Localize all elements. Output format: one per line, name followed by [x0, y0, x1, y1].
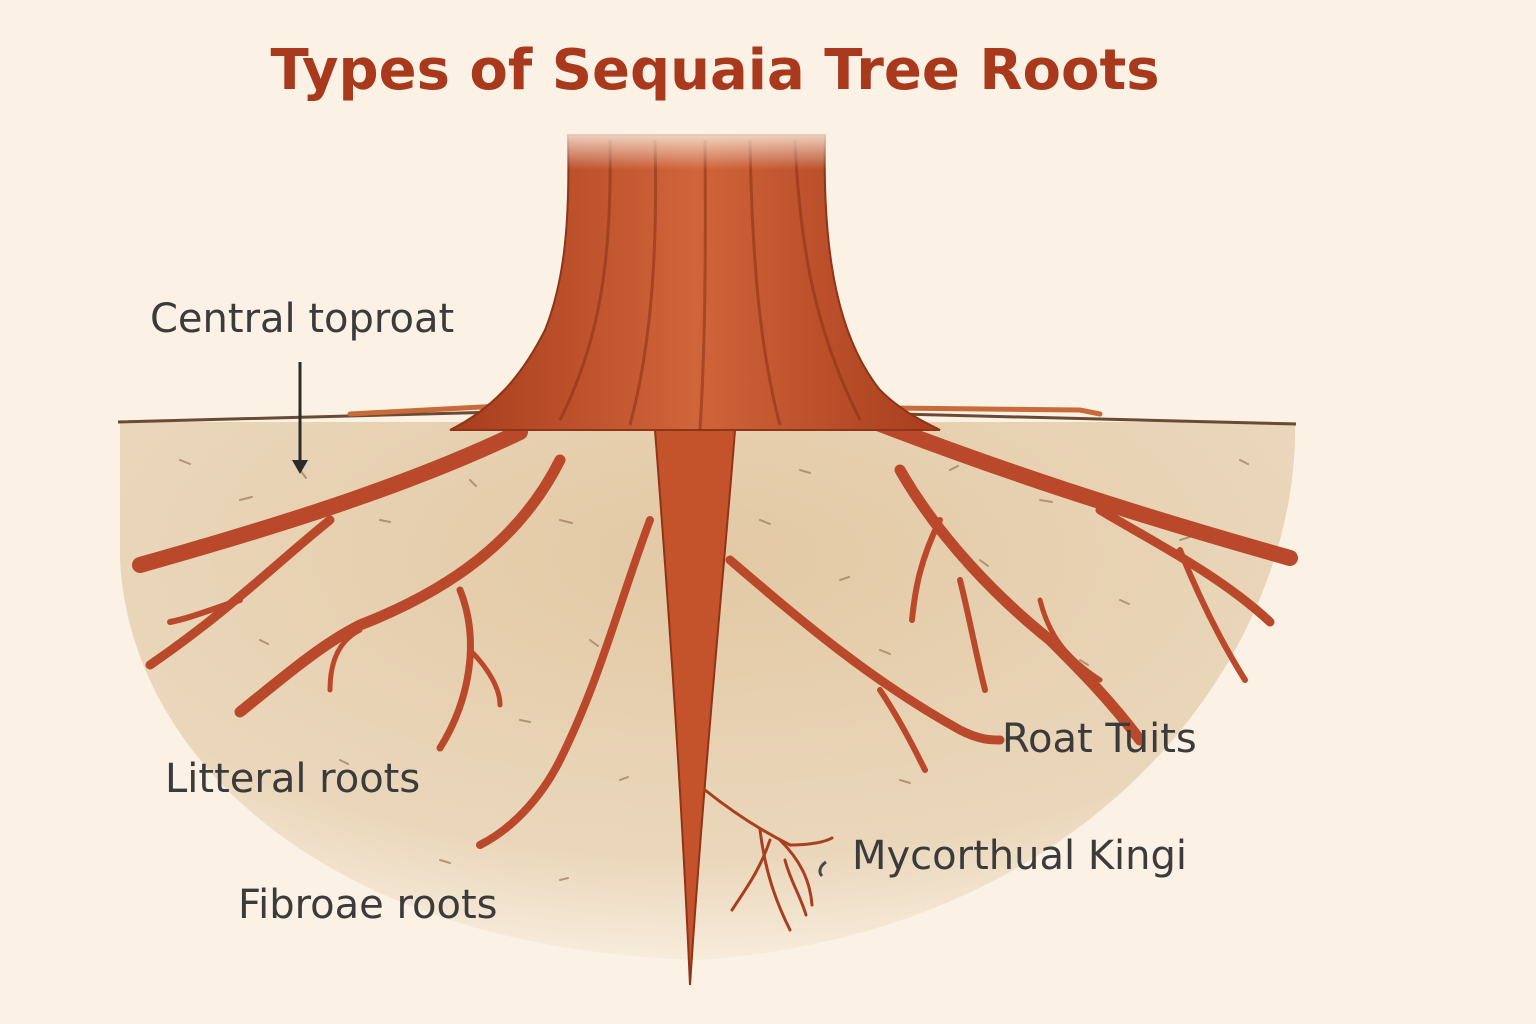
label-mycorrhizal-fungi: Mycorthual Kingi [852, 833, 1188, 879]
label-central-taproot: Central toproat [150, 296, 455, 342]
lateral-roots-left [132, 424, 654, 849]
label-root-tufts: Roat Tuits [1002, 716, 1197, 762]
label-lateral-roots: Litteral roots [165, 756, 421, 802]
fibrous-root-tufts [703, 788, 834, 932]
trunk-top-fade [560, 130, 835, 170]
page-title: Types of Sequaia Tree Roots [270, 38, 1160, 103]
taproot [653, 429, 737, 986]
trunk [449, 134, 941, 431]
lateral-roots-right [725, 412, 1298, 773]
trunk-grain [558, 139, 862, 431]
fungi-marker-icon [818, 860, 827, 878]
label-fibrous-roots: Fibroae roots [238, 882, 498, 928]
taproot-arrow-icon [292, 362, 308, 474]
